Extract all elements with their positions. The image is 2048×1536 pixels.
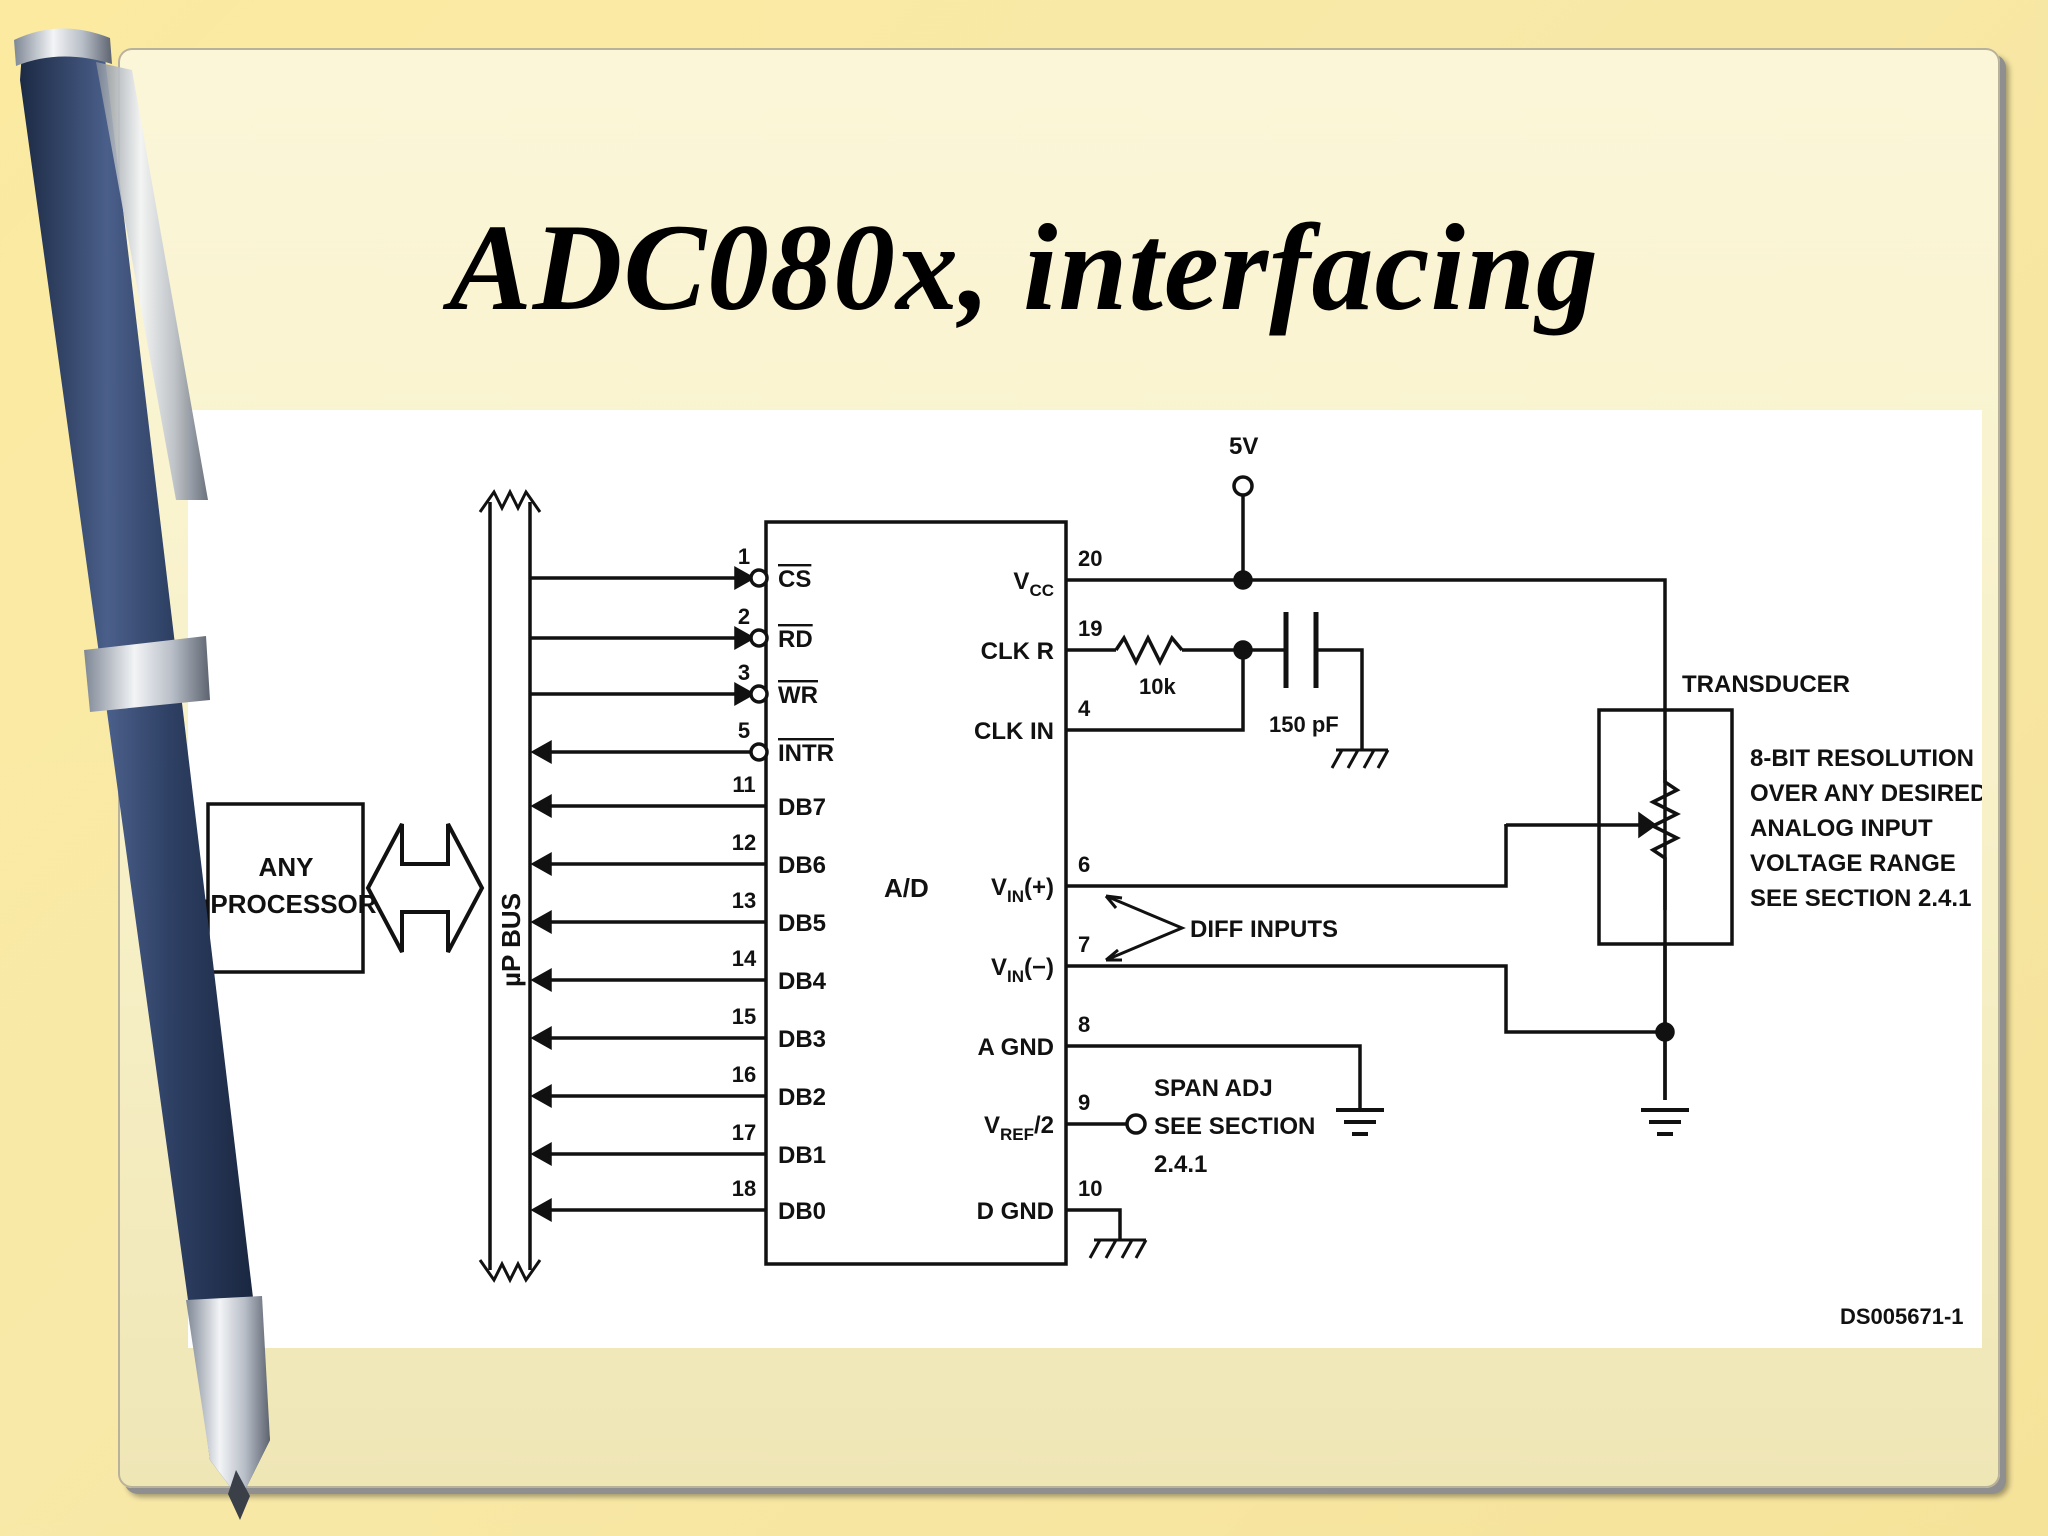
ground-icon <box>1336 1108 1384 1136</box>
pin-name: DB2 <box>778 1084 826 1111</box>
capacitor-icon <box>1283 612 1319 688</box>
left-pin-group: 1CS2RD3WR5INTR11DB712DB613DB514DB415DB31… <box>530 544 834 1225</box>
pin-name: DB6 <box>778 852 826 879</box>
ground-icon <box>1330 748 1390 769</box>
processor-box <box>206 802 365 974</box>
bus-label: µP BUS <box>496 893 526 987</box>
note-line: 8-BIT RESOLUTION <box>1750 745 1974 772</box>
pin-number: 4 <box>1078 696 1091 721</box>
pin-name: DB7 <box>778 794 826 821</box>
pin-number: 10 <box>1078 1176 1102 1201</box>
pin-rd: 2RD <box>530 604 813 653</box>
pin-name: DB3 <box>778 1026 826 1053</box>
pin-name: INTR <box>778 740 834 767</box>
pin-name: DB1 <box>778 1142 826 1169</box>
pin-name: D GND <box>977 1198 1054 1225</box>
pin-number: 11 <box>732 772 755 797</box>
pin-number: 15 <box>732 1004 756 1029</box>
diff-inputs-pointer <box>1104 894 1186 962</box>
resistor-icon <box>1114 634 1184 666</box>
pin-number: 20 <box>1078 546 1102 571</box>
note-line: SEE SECTION 2.4.1 <box>1750 885 1971 912</box>
processor-label-line2: µPROCESSOR <box>195 889 376 919</box>
processor-bus: µP BUS <box>478 488 542 1284</box>
pin-name: VCC <box>1013 568 1054 600</box>
supply-terminal <box>1232 475 1254 497</box>
pin-number: 9 <box>1078 1090 1090 1115</box>
pin-name: VREF/2 <box>984 1112 1054 1144</box>
adc-chip <box>764 520 1068 1266</box>
pin-name: WR <box>778 682 818 709</box>
span-line: 2.4.1 <box>1154 1151 1207 1178</box>
pin-name: DB0 <box>778 1198 826 1225</box>
pin-right-8: 8 A GND <box>978 1012 1091 1061</box>
pin-name: CLK IN <box>974 718 1054 745</box>
pin-name: A GND <box>978 1034 1054 1061</box>
pin-name: CS <box>778 566 811 593</box>
processor-label-line1: ANY <box>259 852 314 882</box>
note-line: ANALOG INPUT <box>1750 815 1933 842</box>
pin-number: 19 <box>1078 616 1102 641</box>
pin-cs: 1CS <box>530 544 811 593</box>
potentiometer-icon <box>1649 770 1681 910</box>
pin-right-10: 10 D GND <box>977 1176 1103 1225</box>
pin-number: 2 <box>738 604 750 629</box>
span-adj-note: SPAN ADJ SEE SECTION 2.4.1 <box>1154 1075 1315 1178</box>
ground-icon <box>1641 1108 1689 1136</box>
vref-terminal <box>1125 1113 1147 1135</box>
pin-name: VIN(+) <box>991 874 1054 906</box>
pin-name: VIN(−) <box>991 954 1054 986</box>
supply-label: 5V <box>1229 433 1258 460</box>
pin-number: 8 <box>1078 1012 1090 1037</box>
note-line: VOLTAGE RANGE <box>1750 850 1956 877</box>
figure-id: DS005671-1 <box>1840 1304 1964 1329</box>
pin-number: 6 <box>1078 852 1090 877</box>
pin-number: 18 <box>732 1176 756 1201</box>
pin-number: 12 <box>732 830 756 855</box>
pen-icon <box>14 28 270 1520</box>
transducer-note: 8-BIT RESOLUTION OVER ANY DESIRED ANALOG I… <box>1750 745 1982 912</box>
pin-number: 1 <box>738 544 750 569</box>
pin-number: 5 <box>738 718 750 743</box>
diff-inputs-label: DIFF INPUTS <box>1190 916 1338 943</box>
pin-name: RD <box>778 626 813 653</box>
pin-number: 14 <box>732 946 757 971</box>
pin-name: CLK R <box>981 638 1054 665</box>
span-line: SEE SECTION <box>1154 1113 1315 1140</box>
pin-number: 13 <box>732 888 756 913</box>
transducer-label: TRANSDUCER <box>1682 671 1850 698</box>
slide-title: ADC080x, interfacing <box>449 199 1599 336</box>
pin-wr: 3WR <box>530 660 818 709</box>
chip-label: A/D <box>884 873 929 903</box>
pin-number: 17 <box>732 1120 756 1145</box>
resistor-label: 10k <box>1139 674 1176 699</box>
ground-icon <box>1088 1238 1148 1259</box>
pin-number: 7 <box>1078 932 1090 957</box>
pin-number: 16 <box>732 1062 756 1087</box>
pin-number: 3 <box>738 660 750 685</box>
span-line: SPAN ADJ <box>1154 1075 1273 1102</box>
pin-name: DB4 <box>778 968 827 995</box>
note-line: OVER ANY DESIRED <box>1750 780 1982 807</box>
pin-name: DB5 <box>778 910 826 937</box>
capacitor-label: 150 pF <box>1269 712 1339 737</box>
bidirectional-arrow-icon <box>365 823 485 953</box>
